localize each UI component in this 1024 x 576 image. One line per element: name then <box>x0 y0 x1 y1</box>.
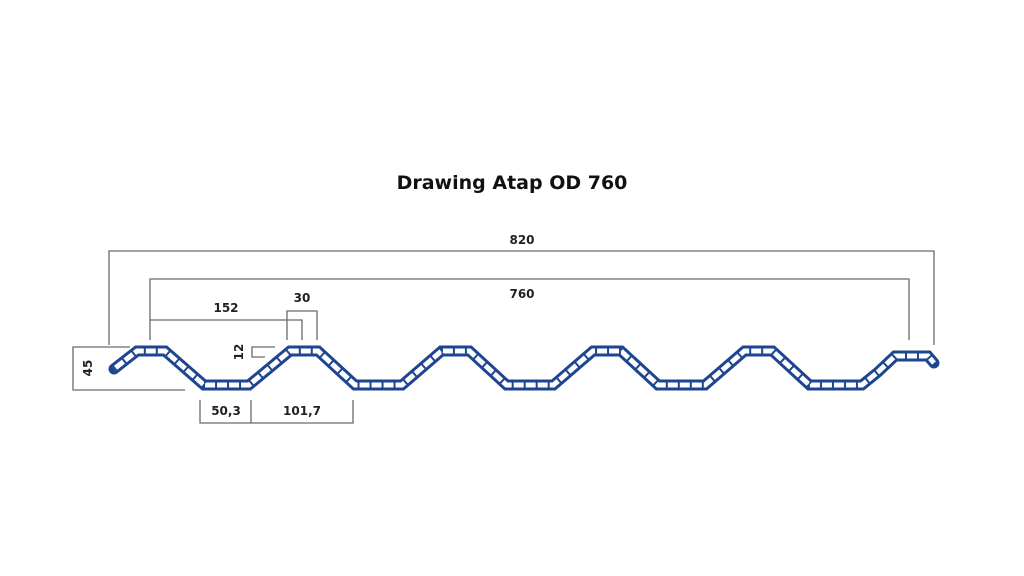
label-50-3: 50,3 <box>211 404 241 418</box>
label-101-7: 101,7 <box>283 404 321 418</box>
label-12: 12 <box>232 344 246 361</box>
dim-45-line <box>72 346 185 391</box>
dim-12-line <box>251 346 275 358</box>
label-45: 45 <box>81 360 95 377</box>
profile-core <box>112 348 936 388</box>
dim-30-line <box>286 310 318 340</box>
label-760: 760 <box>509 287 534 301</box>
dim-820-line <box>108 250 935 345</box>
dim-760-line <box>149 278 910 340</box>
label-820: 820 <box>509 233 534 247</box>
dim-bottom-line <box>199 400 354 424</box>
profile <box>108 345 940 391</box>
label-30: 30 <box>294 291 311 305</box>
label-152: 152 <box>213 301 238 315</box>
drawing-title: Drawing Atap OD 760 <box>396 172 628 194</box>
dim-152-line <box>150 319 303 340</box>
dimension-lines <box>72 250 935 424</box>
